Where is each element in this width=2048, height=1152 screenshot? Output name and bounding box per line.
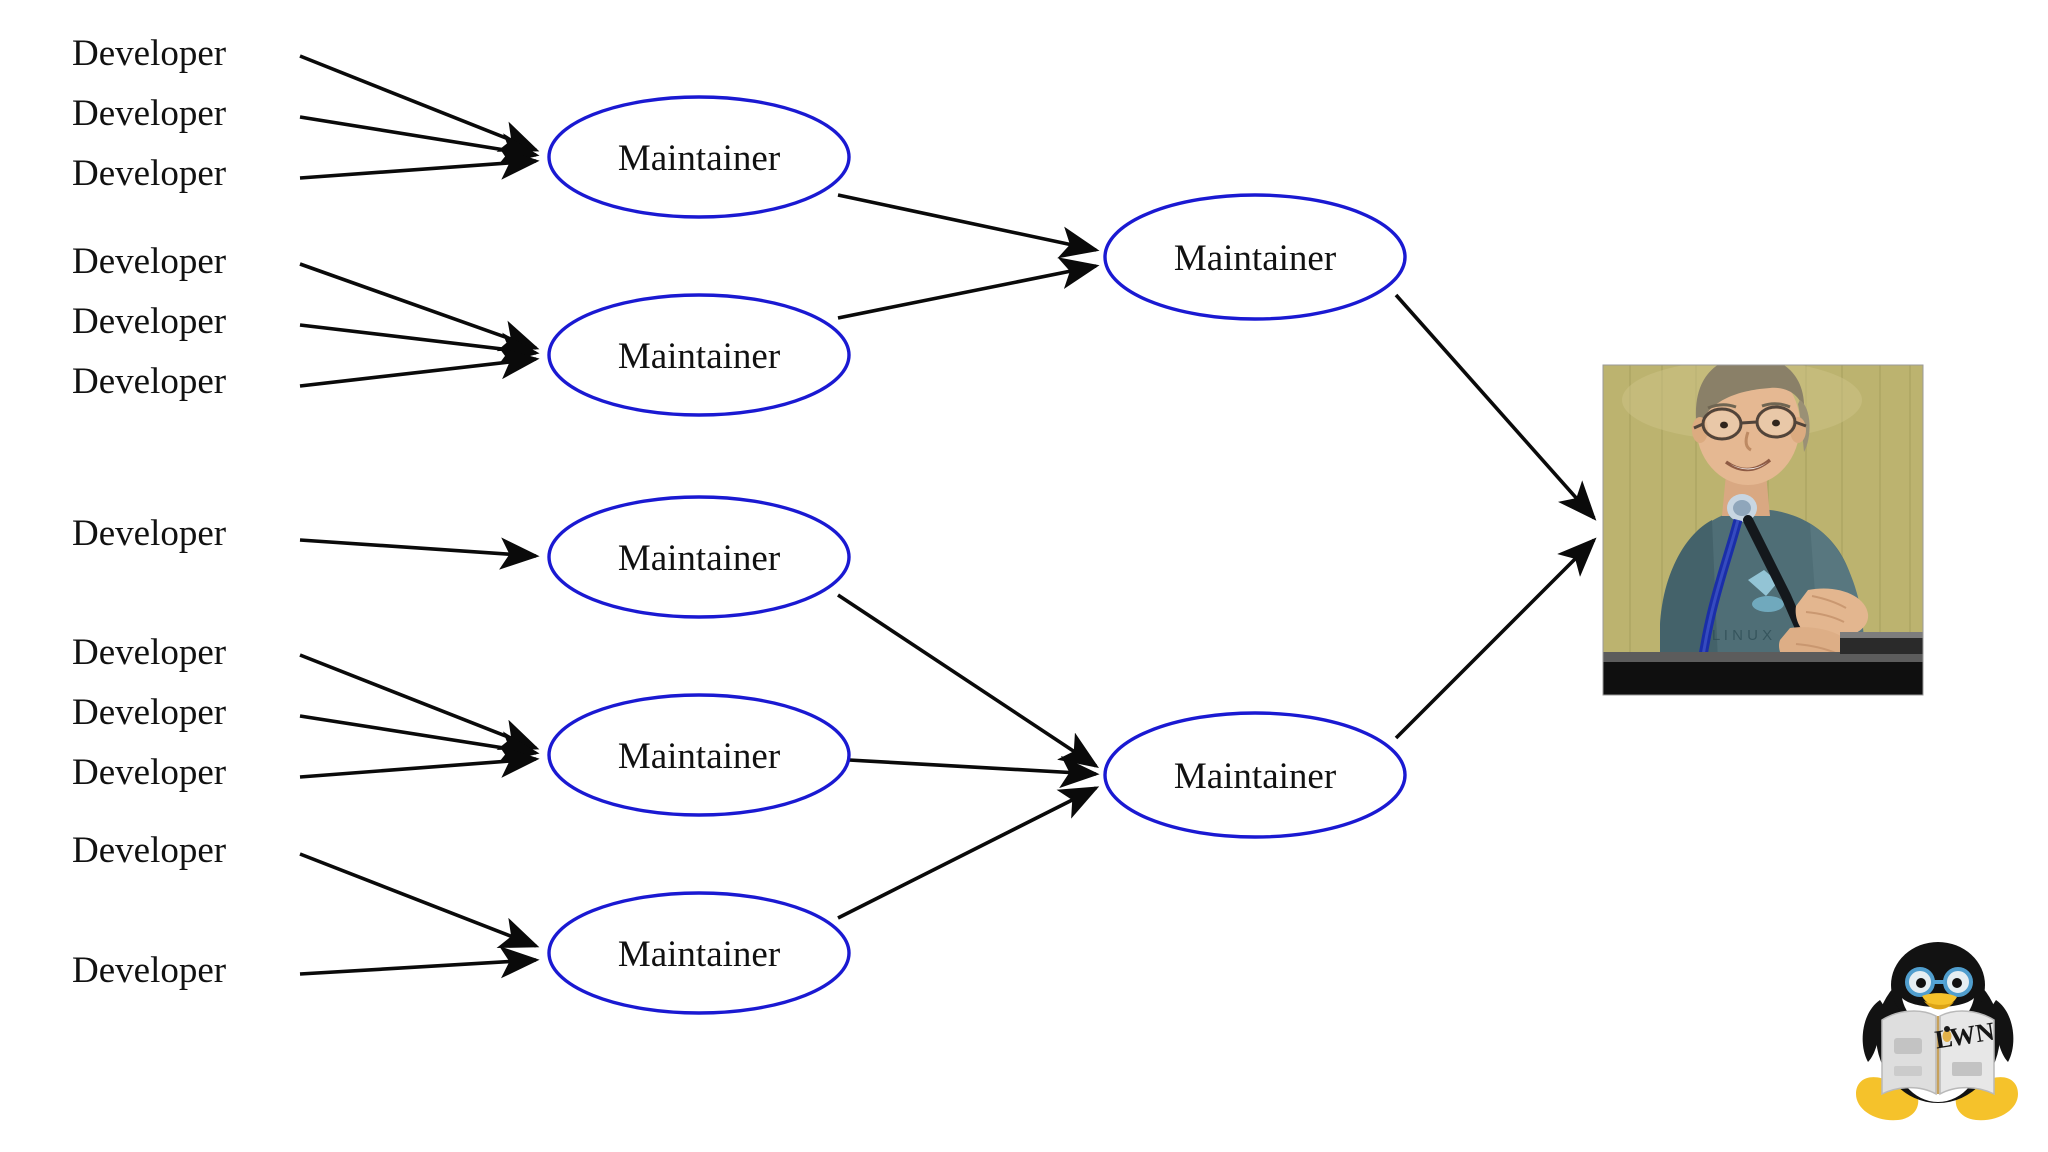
edge-group-maintainers xyxy=(837,193,1100,920)
developer-label-8: Developer xyxy=(72,632,226,673)
node-maintainer-1[interactable]: Maintainer xyxy=(547,95,851,219)
edge-dev-10-to-maintainer-4 xyxy=(299,745,540,779)
linus-photo[interactable]: L I N U X xyxy=(1602,356,1924,696)
node-maintainer-2[interactable]: Maintainer xyxy=(547,293,851,417)
node-maintainer-3[interactable]: Maintainer xyxy=(547,495,851,619)
edge-dev-6-to-maintainer-2 xyxy=(299,346,540,388)
edge-dev-5-to-maintainer-2 xyxy=(299,323,540,365)
maintainer-nodes-level1: Maintainer Maintainer Maintainer Maintai… xyxy=(547,95,851,1015)
developer-label-10: Developer xyxy=(72,752,226,793)
developer-label-1: Developer xyxy=(72,33,226,74)
developer-label-11: Developer xyxy=(72,830,226,871)
edge-dev-1-to-maintainer-1 xyxy=(299,54,540,152)
maintainer-2-ellipse[interactable] xyxy=(547,293,851,417)
maintainer-4-ellipse[interactable] xyxy=(547,693,851,817)
edge-maintainer-3-to-maintainer-7 xyxy=(837,593,1100,768)
edge-maintainer-4-to-maintainer-7 xyxy=(848,755,1100,789)
edge-group-developers xyxy=(299,54,540,979)
developer-label-12: Developer xyxy=(72,950,226,991)
maintainer-4-label: Maintainer xyxy=(618,736,780,777)
edge-dev-2-to-maintainer-1 xyxy=(299,115,540,166)
developer-label-7: Developer xyxy=(72,513,226,554)
edge-dev-8-to-maintainer-4 xyxy=(299,653,540,750)
edge-maintainer-5-to-maintainer-7 xyxy=(837,786,1100,920)
maintainer-3-label: Maintainer xyxy=(618,538,780,579)
edge-maintainer-6-to-linus xyxy=(1394,293,1597,521)
maintainer-2-label: Maintainer xyxy=(618,336,780,377)
edge-dev-4-to-maintainer-2 xyxy=(299,262,540,352)
maintainer-nodes-level2: Maintainer Maintainer xyxy=(1103,193,1407,839)
node-maintainer-4[interactable]: Maintainer xyxy=(547,693,851,817)
edge-group-to-linus xyxy=(1394,293,1597,740)
svg-text:L I N U X: L I N U X xyxy=(1712,627,1772,644)
maintainer-7-label: Maintainer xyxy=(1174,756,1336,797)
maintainer-5-label: Maintainer xyxy=(618,934,780,975)
edge-maintainer-1-to-maintainer-6 xyxy=(837,193,1100,259)
maintainer-7-ellipse[interactable] xyxy=(1103,711,1407,839)
maintainer-1-label: Maintainer xyxy=(618,138,780,179)
edge-maintainer-2-to-maintainer-6 xyxy=(837,257,1100,320)
edge-dev-11-to-maintainer-5 xyxy=(299,852,540,949)
developer-label-2: Developer xyxy=(72,93,226,134)
developer-label-4: Developer xyxy=(72,241,226,282)
developer-label-9: Developer xyxy=(72,692,226,733)
lwn-penguin-logo: LWN xyxy=(1856,942,2018,1121)
edge-dev-7-to-maintainer-3 xyxy=(299,537,540,570)
node-maintainer-7[interactable]: Maintainer xyxy=(1103,711,1407,839)
maintainer-6-label: Maintainer xyxy=(1174,238,1336,279)
maintainer-3-ellipse[interactable] xyxy=(547,495,851,619)
node-maintainer-6[interactable]: Maintainer xyxy=(1103,193,1407,321)
edge-dev-12-to-maintainer-5 xyxy=(299,945,540,979)
edge-dev-3-to-maintainer-1 xyxy=(299,147,540,180)
developer-label-3: Developer xyxy=(72,153,226,194)
edge-dev-9-to-maintainer-4 xyxy=(299,714,540,764)
developer-label-6: Developer xyxy=(72,361,226,402)
developer-labels: Developer Developer Developer Developer … xyxy=(72,33,226,991)
maintainer-1-ellipse[interactable] xyxy=(547,95,851,219)
edge-maintainer-7-to-linus xyxy=(1394,537,1597,740)
maintainer-5-ellipse[interactable] xyxy=(547,891,851,1015)
developer-label-5: Developer xyxy=(72,301,226,342)
maintainer-6-ellipse[interactable] xyxy=(1103,193,1407,321)
node-maintainer-5[interactable]: Maintainer xyxy=(547,891,851,1015)
